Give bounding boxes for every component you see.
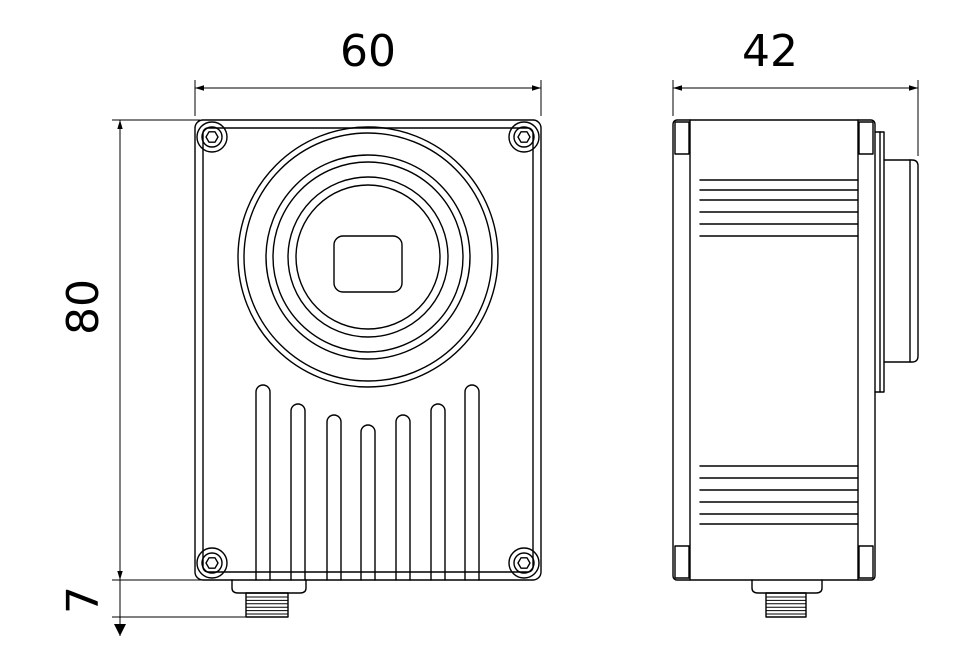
cooling-fin xyxy=(290,403,306,581)
depth-dimension-label: 42 xyxy=(742,26,798,77)
height-dimension: 80 xyxy=(58,119,232,581)
side-view: 42 xyxy=(672,26,919,618)
connector-dimension-label: 7 xyxy=(58,586,109,614)
side-lens xyxy=(874,131,919,393)
image-sensor-window xyxy=(333,235,403,293)
side-fin-grooves xyxy=(699,179,859,525)
width-dimension-label: 60 xyxy=(340,26,396,77)
connector-dimension: 7 xyxy=(58,580,246,636)
cooling-fin xyxy=(430,403,446,581)
width-dimension: 60 xyxy=(194,26,542,116)
lens-assembly xyxy=(237,126,499,388)
height-dimension-label: 80 xyxy=(58,279,109,335)
screw-icon xyxy=(508,547,540,579)
front-housing-inner xyxy=(202,127,534,573)
cooling-fins xyxy=(255,384,480,581)
screw-icon xyxy=(508,121,540,153)
front-connector xyxy=(231,579,307,618)
side-connector xyxy=(751,579,823,618)
screw-icon xyxy=(196,547,228,579)
cooling-fin xyxy=(326,414,342,581)
cooling-fin xyxy=(255,384,271,581)
front-housing-outer xyxy=(194,119,542,581)
depth-dimension: 42 xyxy=(672,26,919,156)
cooling-fin xyxy=(395,414,411,581)
cooling-fin xyxy=(360,424,376,581)
screw-icon xyxy=(196,121,228,153)
front-view: 60 80 7 xyxy=(58,26,542,636)
cooling-fin xyxy=(464,384,480,581)
side-housing xyxy=(672,119,876,581)
